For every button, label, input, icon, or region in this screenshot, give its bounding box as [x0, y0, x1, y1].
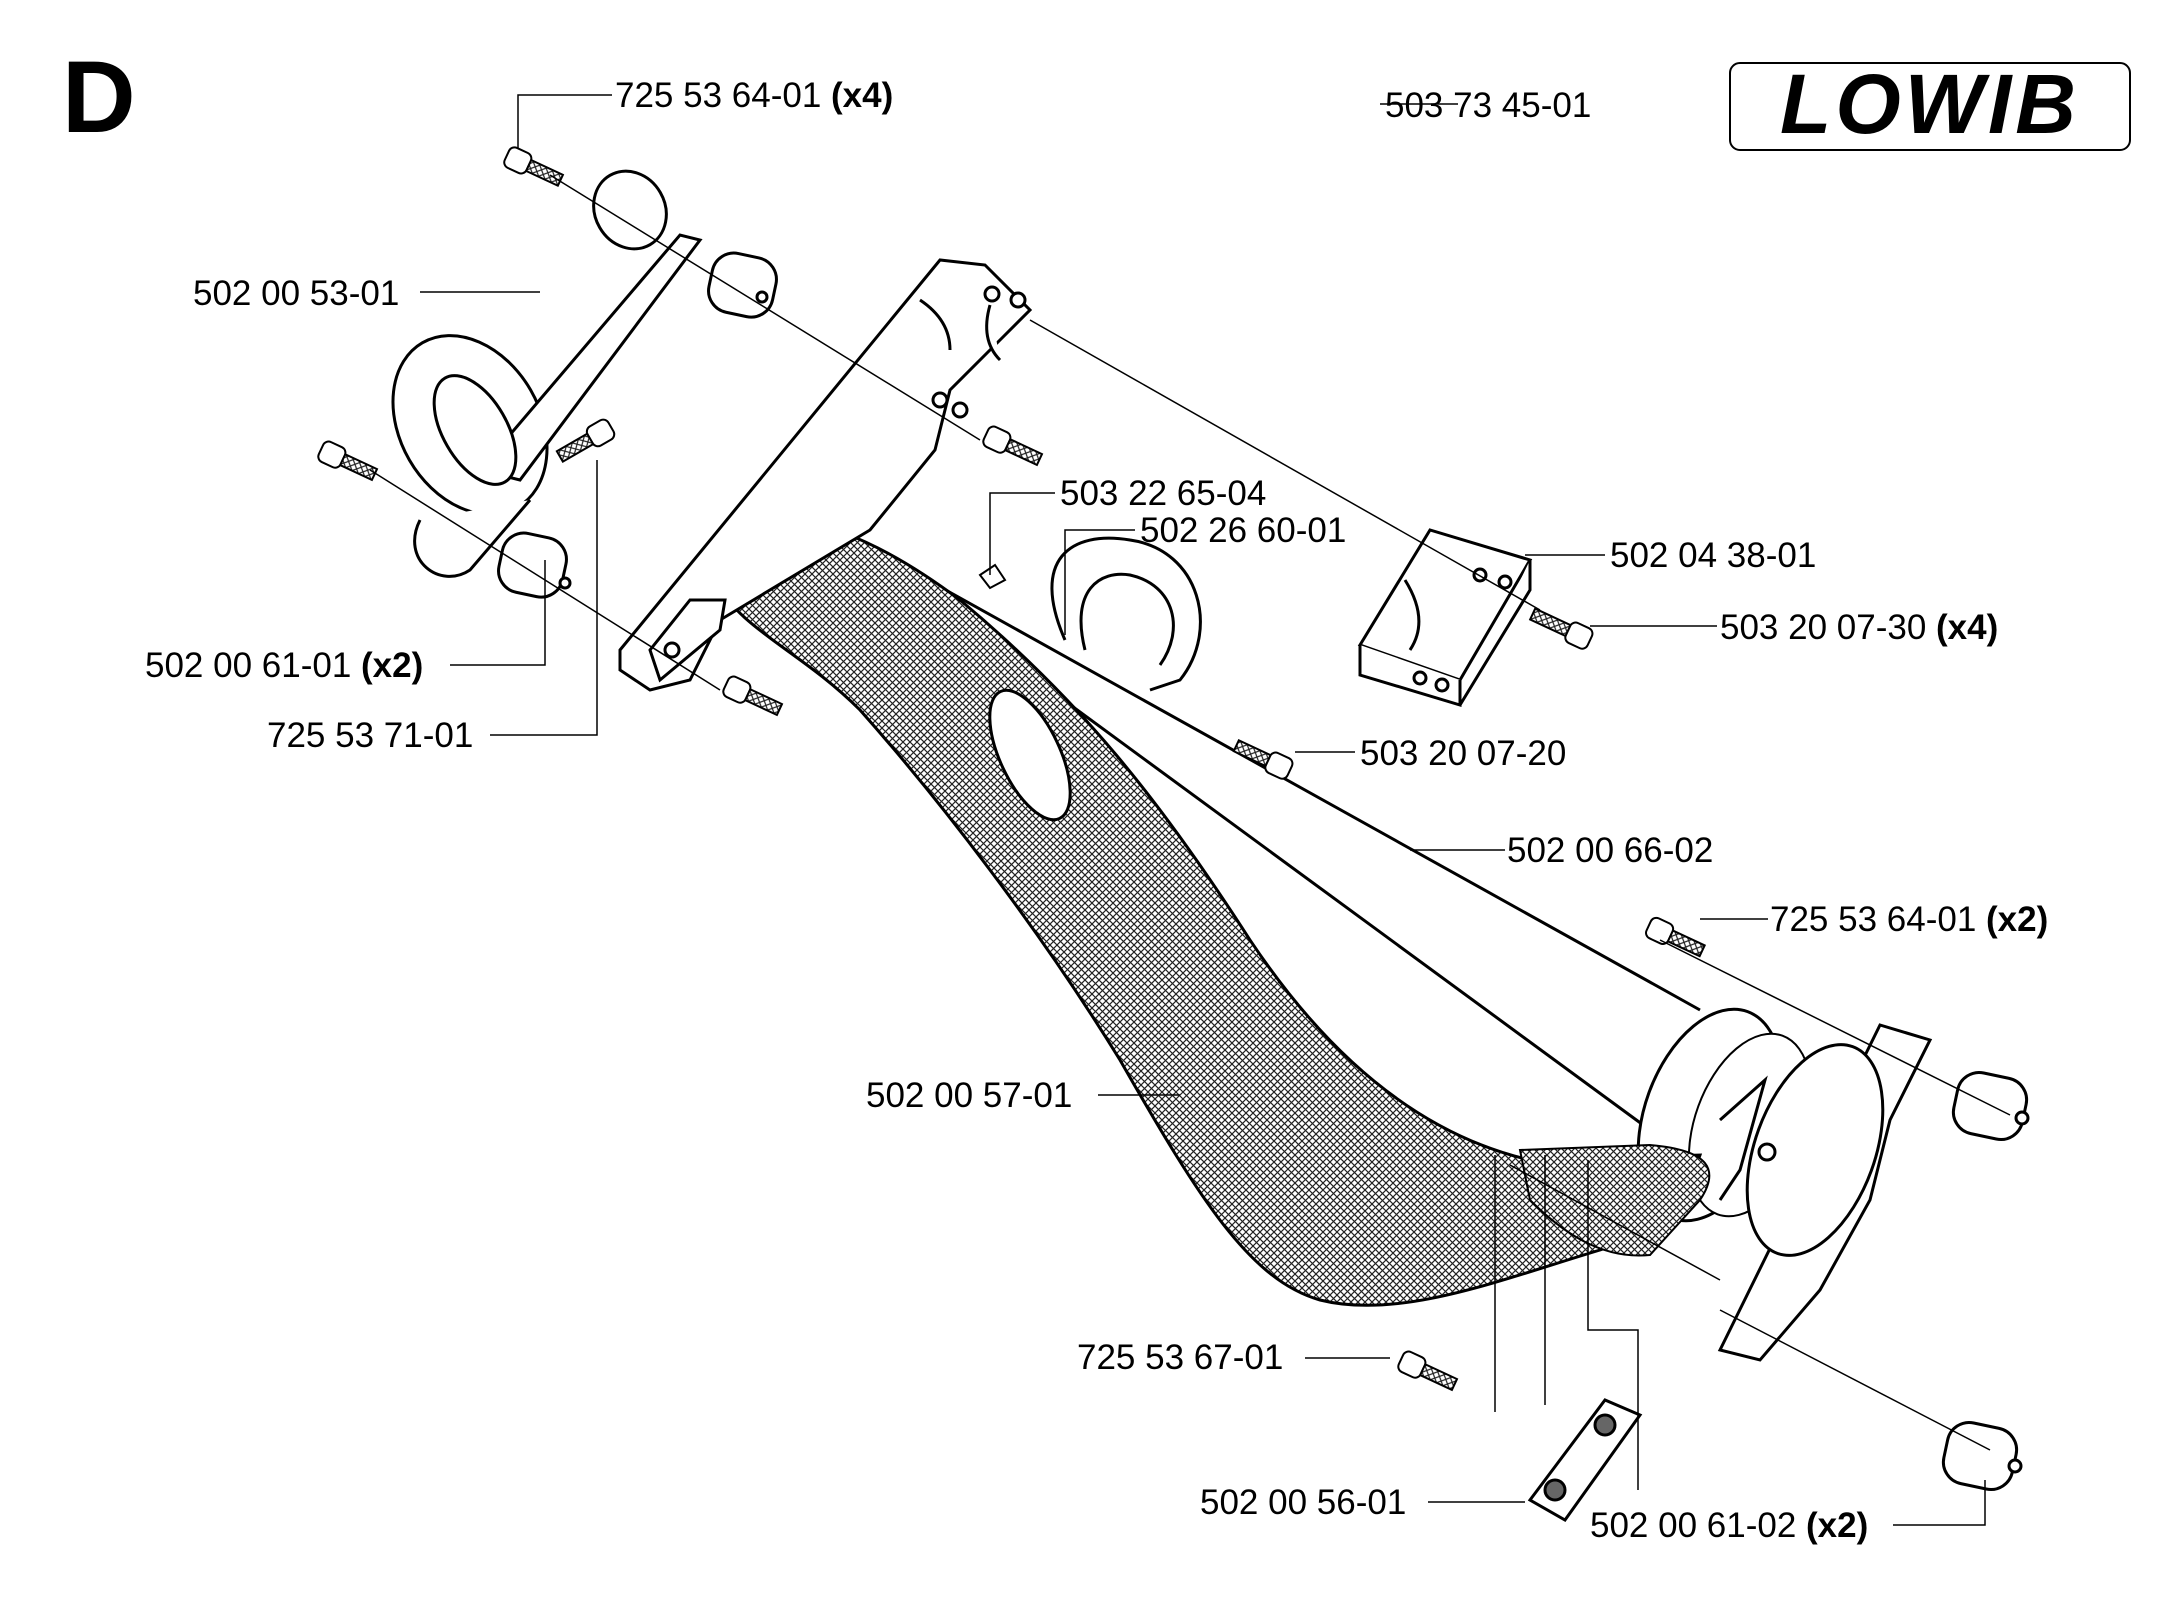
part-number: 503 20 07-30 [1720, 608, 1927, 647]
part-callout: 725 53 71-01 [267, 718, 473, 753]
part-quantity: (x4) [831, 76, 894, 115]
d-ring-clip [988, 688, 1072, 822]
part-number: 502 00 61-02 [1590, 1506, 1797, 1545]
handle-mount-bracket [618, 258, 1033, 692]
bolts [317, 146, 1707, 1392]
logo-part-number: 503 73 45-01 [1385, 86, 1592, 125]
handle-grip [391, 169, 703, 578]
part-callout: 725 53 64-01(x4) [615, 78, 893, 113]
part-callout: 503 20 07-30(x4) [1720, 610, 1998, 645]
part-number: 502 00 61-01 [145, 646, 352, 685]
mesh-sleeve-end [1518, 1143, 1711, 1257]
part-quantity: (x2) [1806, 1506, 1869, 1545]
part-number: 725 53 71-01 [267, 716, 474, 755]
part-callout: 502 00 57-01 [866, 1078, 1072, 1113]
clamp-block [1357, 528, 1533, 708]
sheet-letter: D [62, 40, 136, 154]
part-number: 502 04 38-01 [1610, 536, 1817, 575]
part-callout: 502 00 61-02(x2) [1590, 1508, 1868, 1543]
part-callout: 502 26 60-01 [1140, 513, 1346, 548]
part-quantity: (x2) [361, 646, 424, 685]
part-callout: 502 04 38-01 [1610, 538, 1816, 573]
leader-lines [420, 94, 1986, 1526]
part-number: 725 53 64-01 [1770, 900, 1977, 939]
part-number: 502 00 53-01 [193, 274, 400, 313]
part-quantity: (x2) [1986, 900, 2049, 939]
part-callout: 725 53 64-01(x2) [1770, 902, 2048, 937]
part-number: 502 00 57-01 [866, 1076, 1073, 1115]
d-ring [1050, 536, 1202, 692]
part-callout: 502 00 56-01 [1200, 1485, 1406, 1520]
part-number: 502 00 56-01 [1200, 1483, 1407, 1522]
part-callout: 725 53 67-01 [1077, 1340, 1283, 1375]
part-number: 503 22 65-04 [1060, 474, 1267, 513]
part-number: 502 26 60-01 [1140, 511, 1347, 550]
part-number: 725 53 67-01 [1077, 1338, 1284, 1377]
part-callout: 502 00 61-01(x2) [145, 648, 423, 683]
nut-plate [1527, 1398, 1643, 1522]
lowib-logo: LOWIB [1729, 57, 2131, 151]
spacer-caps [497, 251, 2030, 1492]
part-number: 725 53 64-01 [615, 76, 822, 115]
logo-text: LOWIB [1780, 57, 2080, 151]
part-quantity: (x4) [1936, 608, 1999, 647]
part-callout: 502 00 66-02 [1507, 833, 1713, 868]
part-callout: 503 22 65-04 [1060, 476, 1266, 511]
part-callout: 502 00 53-01 [193, 276, 399, 311]
part-callout: 503 20 07-20 [1360, 736, 1566, 771]
part-number: 502 00 66-02 [1507, 831, 1714, 870]
lower-end-plate [1717, 1023, 1933, 1362]
mesh-sleeve [713, 517, 1703, 1307]
part-number: 503 20 07-20 [1360, 734, 1567, 773]
